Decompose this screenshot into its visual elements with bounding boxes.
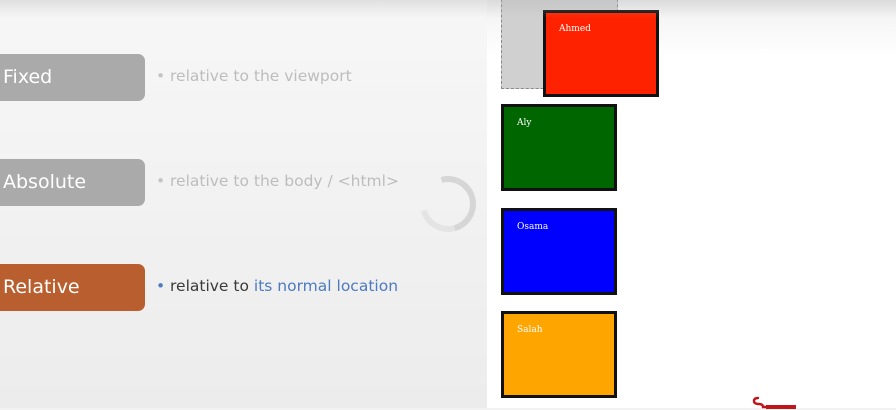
brand-logo-icon [752,396,796,409]
pill-absolute: Absolute [0,159,145,206]
box-ahmed: Ahmed [543,10,659,97]
pill-fixed-label: Fixed [3,66,53,88]
box-aly-label: Aly [517,118,532,128]
pill-fixed: Fixed [0,54,145,101]
bullet-absolute: •relative to the body / <html> [156,172,399,190]
box-aly: Aly [501,104,617,191]
bullet-fixed: •relative to the viewport [156,67,352,85]
bullet-dot-icon: • [156,277,166,295]
pill-relative: Relative [0,264,145,311]
pill-absolute-label: Absolute [3,171,87,193]
bullet-relative-text: relative to [170,277,249,295]
bullet-fixed-text: relative to the viewport [170,67,352,85]
bullet-relative: •relative to its normal location [156,277,398,295]
box-osama: Osama [501,208,617,295]
box-ahmed-label: Ahmed [559,24,591,34]
bullet-dot-icon: • [156,172,166,190]
pill-relative-label: Relative [3,276,80,298]
slide-panel: Fixed •relative to the viewport Absolute… [0,0,487,408]
bullet-relative-highlight: its normal location [253,277,399,295]
box-salah-label: Salah [517,325,543,335]
loading-spinner-icon [409,165,487,243]
box-salah: Salah [501,311,617,398]
bullet-dot-icon: • [156,67,166,85]
bullet-absolute-text: relative to the body / <html> [170,172,399,190]
demo-panel: Ahmed Aly Osama Salah [487,0,896,408]
box-osama-label: Osama [517,222,549,232]
